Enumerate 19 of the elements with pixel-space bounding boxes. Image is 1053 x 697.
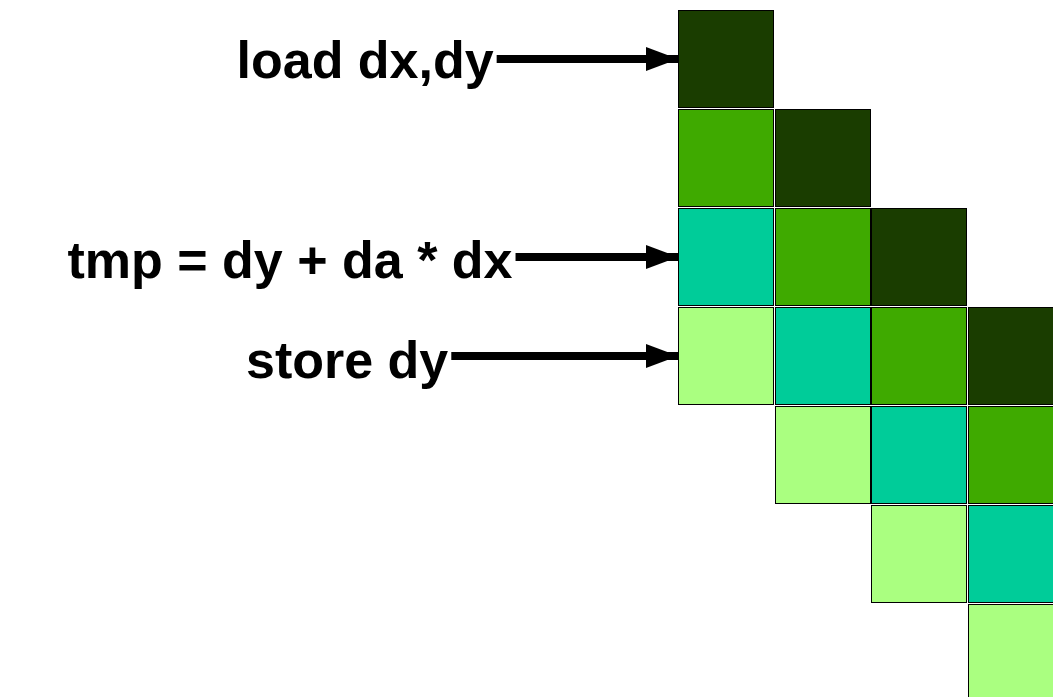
step-label: tmp = dy + da * dx xyxy=(67,230,513,290)
stage-square xyxy=(871,505,967,603)
stage-square xyxy=(678,10,774,108)
stage-square xyxy=(678,307,774,405)
stage-square xyxy=(774,208,871,306)
stage-square xyxy=(774,406,871,504)
stage-square xyxy=(678,208,774,306)
stage-square xyxy=(967,406,1053,504)
stage-square xyxy=(967,505,1053,603)
stage-square xyxy=(871,208,967,306)
step-label: load dx,dy xyxy=(236,30,494,90)
stage-square xyxy=(871,406,967,504)
step-label: store dy xyxy=(246,330,449,390)
stage-square xyxy=(774,109,871,207)
stage-square xyxy=(871,307,967,405)
stage-square xyxy=(774,307,871,405)
stage-square xyxy=(967,307,1053,405)
stage-square xyxy=(678,109,774,207)
stage-square xyxy=(967,604,1053,697)
